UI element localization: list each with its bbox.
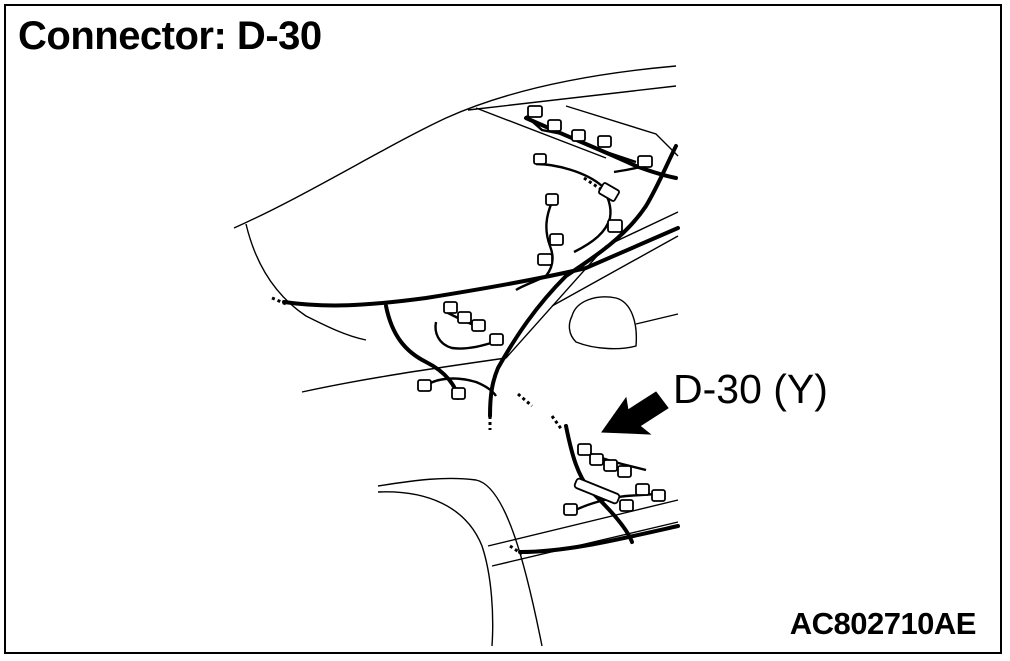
- console-line: [551, 235, 679, 307]
- figure-id: AC802710AE: [789, 606, 977, 641]
- harness-clamp: [573, 477, 621, 505]
- harness-pillar: [488, 144, 678, 418]
- connector: [549, 233, 564, 246]
- harness-main-runs: [282, 116, 680, 554]
- dashboard-top-edge: [245, 223, 367, 341]
- connector: [571, 129, 586, 142]
- connector: [533, 153, 547, 165]
- connector: [527, 105, 543, 118]
- connector: [603, 459, 618, 472]
- vehicle-body-outline: [233, 65, 679, 647]
- harness-drop: [384, 304, 460, 400]
- door-panel-edge: [377, 477, 543, 647]
- connector: [457, 311, 472, 324]
- connector: [619, 499, 634, 512]
- connector: [563, 503, 578, 516]
- connector: [537, 253, 553, 266]
- connector: [617, 465, 632, 478]
- harness-dashed-ends: [271, 176, 603, 556]
- dash-lower-edge: [301, 211, 679, 393]
- mirror-housing: [568, 296, 638, 350]
- harness-floor: [518, 524, 680, 554]
- connector: [637, 155, 653, 168]
- connector: [547, 119, 562, 132]
- connector: [451, 387, 466, 400]
- roof-line: [467, 85, 677, 111]
- a-pillar-outer: [565, 105, 679, 157]
- sill-upper: [487, 499, 679, 547]
- connector: [635, 483, 650, 496]
- d30-callout-label: D-30 (Y): [673, 366, 828, 412]
- connector: [597, 135, 612, 148]
- page-title: Connector: D-30: [18, 14, 322, 58]
- windshield-outline: [233, 65, 677, 229]
- connector: [607, 219, 623, 233]
- connector: [545, 193, 559, 206]
- harness-dash-main: [282, 226, 680, 308]
- d30-connector: [577, 443, 592, 456]
- mirror-edge: [635, 313, 679, 325]
- diagram-frame: Connector: D-30: [4, 4, 1002, 654]
- connector: [589, 453, 604, 466]
- wiring-harness-drawing: [233, 65, 680, 647]
- connector: [417, 379, 432, 392]
- d30-connector-cluster: [563, 443, 666, 516]
- connector: [651, 489, 666, 502]
- connector: [443, 301, 458, 314]
- wheel-arch: [377, 491, 494, 647]
- a-pillar-inner: [475, 107, 607, 159]
- callout-arrow: [601, 391, 669, 435]
- connector: [471, 319, 486, 332]
- connector: [489, 333, 504, 346]
- connector: [598, 182, 620, 202]
- connector-blocks: [417, 105, 653, 400]
